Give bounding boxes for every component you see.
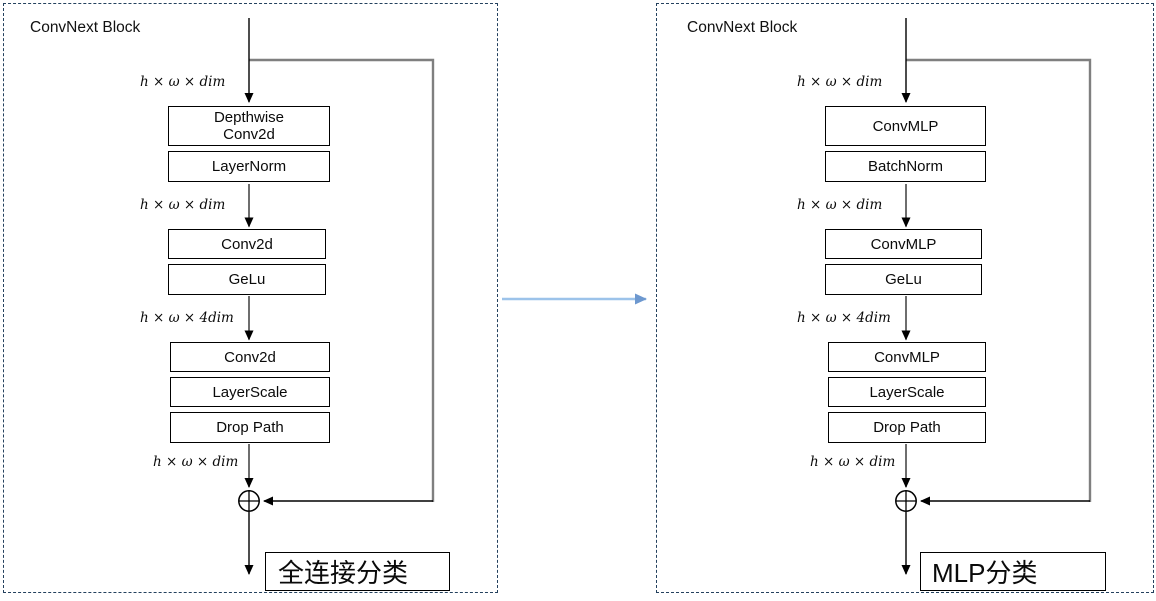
block-drop-path: Drop Path [828,412,986,443]
tensor-dim-label: h × ω × 4dim [140,310,234,326]
block-batchnorm: BatchNorm [825,151,986,182]
block-convmlp-3: ConvMLP [828,342,986,372]
tensor-dim-label: h × ω × dim [140,74,226,90]
block-conv2d-project: Conv2d [170,342,330,372]
tensor-dim-label: h × ω × dim [140,197,226,213]
tensor-dim-label: h × ω × dim [810,454,896,470]
block-gelu: GeLu [168,264,326,295]
tensor-dim-label: h × ω × 4dim [797,310,891,326]
block-layernorm: LayerNorm [168,151,330,182]
output-classifier-box-right: MLP分类 [920,552,1106,591]
block-label-line: Conv2d [223,126,275,143]
tensor-dim-label: h × ω × dim [797,197,883,213]
panel-convnext-block-left [3,3,498,593]
block-depthwise-conv2d: Depthwise Conv2d [168,106,330,146]
tensor-dim-label: h × ω × dim [153,454,239,470]
panel-title-right: ConvNext Block [687,19,798,36]
block-drop-path: Drop Path [170,412,330,443]
block-convmlp-2: ConvMLP [825,229,982,259]
block-layerscale: LayerScale [170,377,330,407]
block-gelu: GeLu [825,264,982,295]
block-convmlp-1: ConvMLP [825,106,986,146]
tensor-dim-label: h × ω × dim [797,74,883,90]
output-classifier-box-left: 全连接分类 [265,552,450,591]
block-layerscale: LayerScale [828,377,986,407]
block-label-line: Depthwise [213,109,285,126]
panel-title-left: ConvNext Block [30,19,141,36]
panel-convnext-block-right [656,3,1154,593]
block-conv2d-expand: Conv2d [168,229,326,259]
